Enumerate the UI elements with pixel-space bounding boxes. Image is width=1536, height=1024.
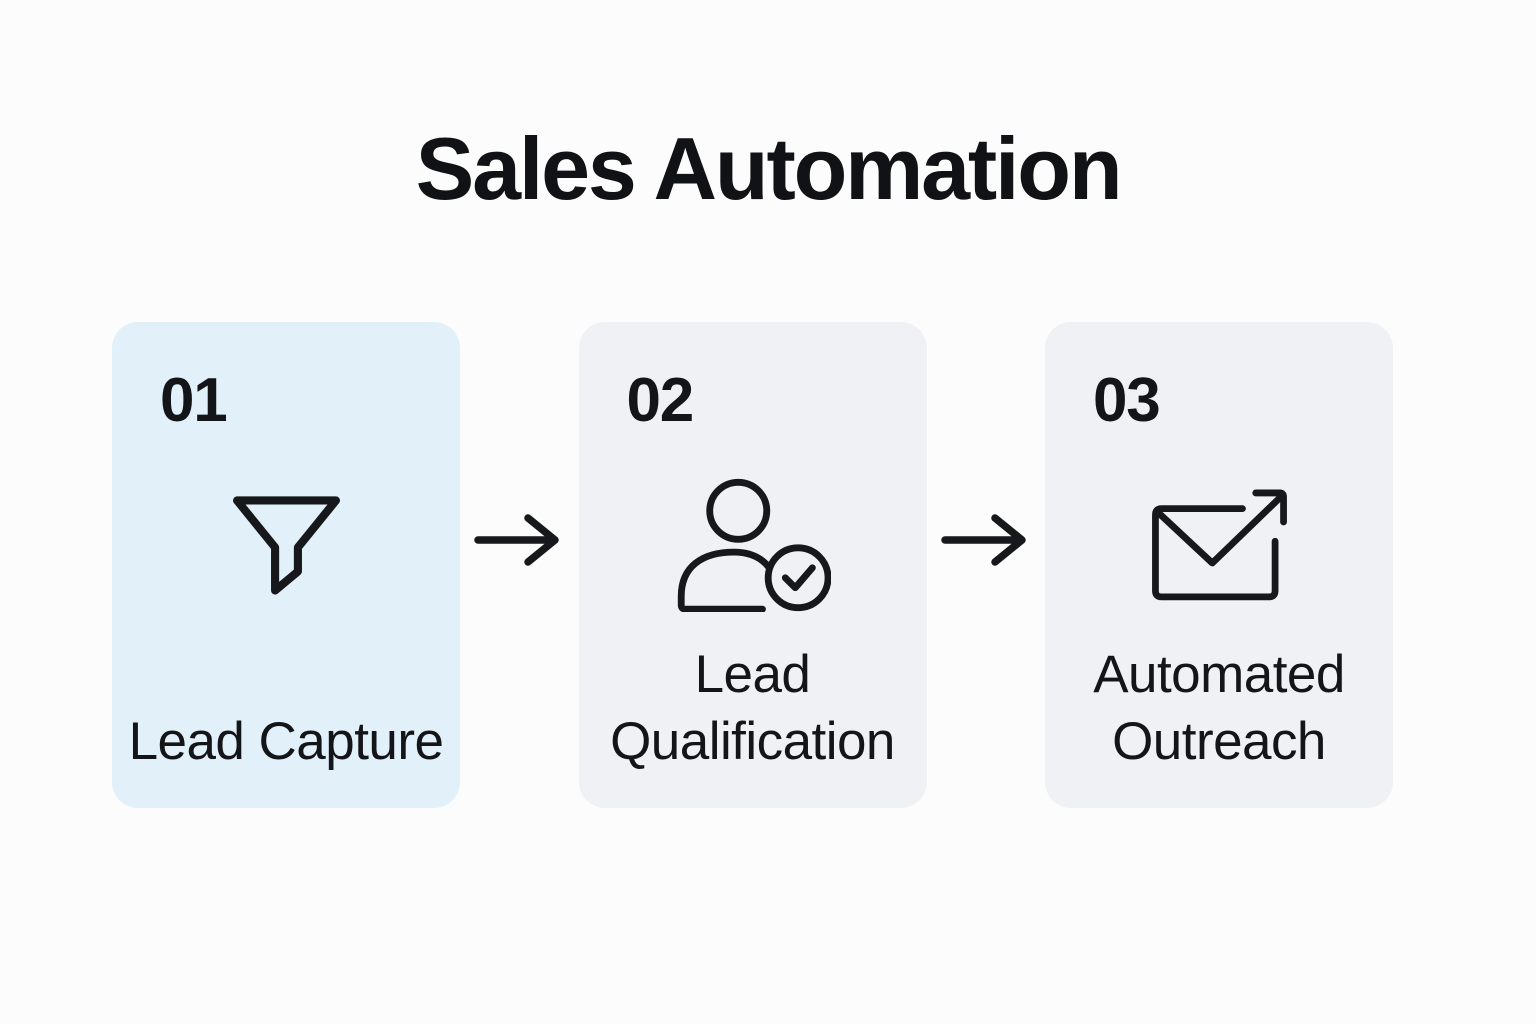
- step-label: Lead Qualification: [610, 645, 895, 772]
- arrow-right-icon: [927, 509, 1046, 571]
- arrow-right-svg: [941, 514, 1026, 566]
- funnel-icon-svg: [232, 495, 340, 595]
- step-label: Lead Capture: [128, 712, 444, 772]
- page-title: Sales Automation: [415, 119, 1123, 218]
- arrow-right-icon: [460, 509, 579, 571]
- step-number: 01: [160, 366, 228, 435]
- step-number: 03: [1093, 366, 1161, 435]
- mail-send-icon-svg: [1151, 489, 1287, 600]
- user-check-icon-svg: [677, 478, 831, 612]
- step-number: 02: [626, 366, 695, 435]
- user-check-icon: [579, 472, 927, 618]
- step-card-lead-capture: 01 Lead Capture: [112, 322, 460, 808]
- step-card-lead-qualification: 02 Lead Qualification: [578, 322, 927, 808]
- process-flow: 01 Lead Capture 02 Lead Qualification: [112, 322, 1393, 808]
- funnel-icon: [112, 472, 460, 618]
- step-card-automated-outreach: 03 Automated Outreach: [1045, 322, 1393, 808]
- arrow-right-svg: [474, 514, 559, 566]
- mail-send-icon: [1045, 472, 1393, 618]
- step-label: Automated Outreach: [1093, 645, 1345, 772]
